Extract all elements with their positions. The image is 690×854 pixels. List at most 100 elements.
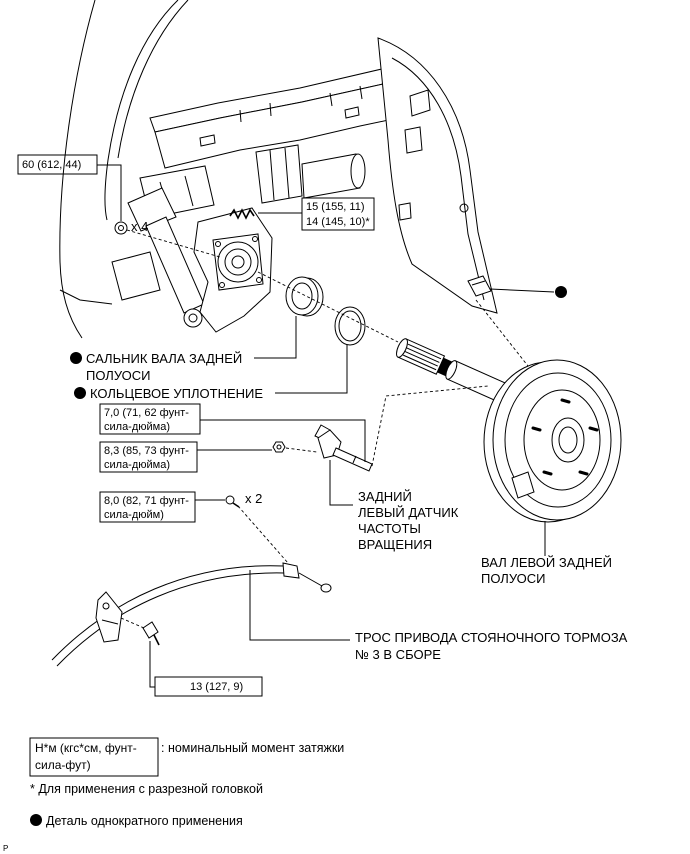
liner-slot [404,126,423,154]
floor-panel-edge [59,289,113,305]
cable-bolt-shank [153,634,160,646]
leader-line [97,164,122,221]
leader-line [149,641,155,688]
wheel-well-liner [377,37,498,314]
axle-oil-seal [285,276,324,317]
figure-code: P [3,844,8,853]
parking-brake-tab [511,471,535,499]
frame-slot [344,106,360,119]
axle-shaft-end-face [396,338,408,358]
differential-mount-block [255,144,303,204]
torque-value: 60 (612, 44) [22,159,81,171]
bolt-icon [114,221,128,235]
torque-callout-box [99,441,198,473]
wheel-well-liner-rim [391,57,485,301]
part-name: ВРАЩЕНИЯ [358,537,432,552]
legend-unit-box [29,737,159,777]
flange-bolt-hole [215,241,221,247]
wheel-arch-inner-edge [104,0,179,221]
part-name: КОЛЬЦЕВОЕ УПЛОТНЕНИЕ [90,386,263,401]
cable-end-fitting [282,562,300,579]
guide-line [371,385,489,467]
torque-callout-box [301,197,375,231]
torque-callout-box [99,403,201,435]
hub-bolt-icon [588,426,599,432]
axle-shaft-splines [403,343,442,371]
hub-bolt-icon [578,470,589,476]
part-name: САЛЬНИК ВАЛА ЗАДНЕЙ [86,351,242,366]
suspension-member-lower [154,81,399,169]
hub-bolt-icon [531,426,542,432]
part-name: ЛЕВЫЙ ДАТЧИК [358,505,459,520]
leader-lines [97,164,555,688]
torque-callout-60: 60 (612, 44) [17,154,98,175]
torque-value: сила-дюйм) [104,509,164,521]
torque-value: сила-дюйма) [104,421,170,433]
torque-value: 8,3 (85, 73 фунт- [104,445,189,457]
part-label-o-ring: КОЛЬЦЕВОЕ УПЛОТНЕНИЕ [74,386,263,401]
shock-absorber-tube [145,216,205,314]
axle-housing-bore-core [231,255,245,269]
torque-callout-7-0: 7,0 (71, 62 фунт- сила-дюйма) [99,403,201,435]
liner-clip [467,275,492,297]
legend-non-reusable: Деталь однократного применения [46,814,243,828]
axle-shaft-groove [437,357,454,377]
stud-bolt-icon [229,208,255,220]
part-name: ПОЛУОСИ [86,368,151,383]
leader-line [254,316,297,359]
frame-notches [239,85,363,123]
non-reusable-dot-icon [30,814,42,826]
torque-callout-8-3: 8,3 (85, 73 фунт- сила-дюйма) [99,441,198,473]
flange-bolt-hole [252,236,258,242]
oil-seal-lip [291,282,313,310]
liner-clip-edge [471,280,486,286]
backing-plate-rim [504,372,612,508]
legend-unit-text: Н*м (кгс*см, фунт- [35,741,137,755]
cable-clamp-bolt-icon [225,495,235,505]
hub-bore [558,426,578,454]
torque-callout-box [154,676,263,697]
crossmember-tube-end [350,153,366,189]
o-ring-inner [338,310,362,342]
bolt-icon-center [118,225,124,231]
part-name: ТРОС ПРИВОДА СТОЯНОЧНОГО ТОРМОЗА [355,630,628,645]
cable-bracket-edge [101,619,119,625]
guide-line [237,505,289,564]
torque-callout-box [17,154,98,175]
non-reusable-dot-icon [555,286,567,298]
cable-bracket-hole [102,602,110,610]
cable-inner-wire [298,572,323,587]
sensor-probe [332,447,373,472]
fender-outer-edge [59,0,96,339]
leader-line [329,460,353,506]
hub-bolt-icon [560,398,571,404]
part-name: ВАЛ ЛЕВОЙ ЗАДНЕЙ [481,555,612,570]
legend-unit-text: сила-фут) [35,758,91,772]
frame-slot [199,134,216,147]
legend-unit-description: : номинальный момент затяжки [161,741,344,755]
guide-line [120,617,145,629]
oil-seal-front [285,276,319,316]
legend-footnote: * Для применения с разрезной головкой [30,782,263,796]
parking-brake-cable [51,495,332,667]
axle-housing-bore-inner [224,248,252,276]
torque-callout-8-0: 8,0 (82, 71 фунт- сила-дюйм) [99,491,196,523]
flange-bolt-hole [219,282,225,288]
cable-bracket [95,591,123,643]
torque-value-alt: 14 (145, 10)* [306,216,370,228]
torque-value: 15 (155, 11) [306,201,365,213]
wheel-arch-flange [117,0,189,159]
torque-callout-15-14: 15 (155, 11) 14 (145, 10)* [301,197,375,231]
guide-line [257,271,399,343]
hub-boss [551,417,585,463]
sensor-probe-tip [352,455,357,464]
legend: Н*м (кгс*см, фунт- сила-фут) : номинальн… [29,737,344,828]
part-name: № 3 В СБОРЕ [355,647,441,662]
assembly-guide-lines [120,229,529,629]
part-name: ЧАСТОТЫ [358,521,421,536]
leader-line [200,419,366,462]
torque-callout-box [99,491,196,523]
hub-bolt-icon [542,470,553,476]
liner-slot [398,202,412,221]
